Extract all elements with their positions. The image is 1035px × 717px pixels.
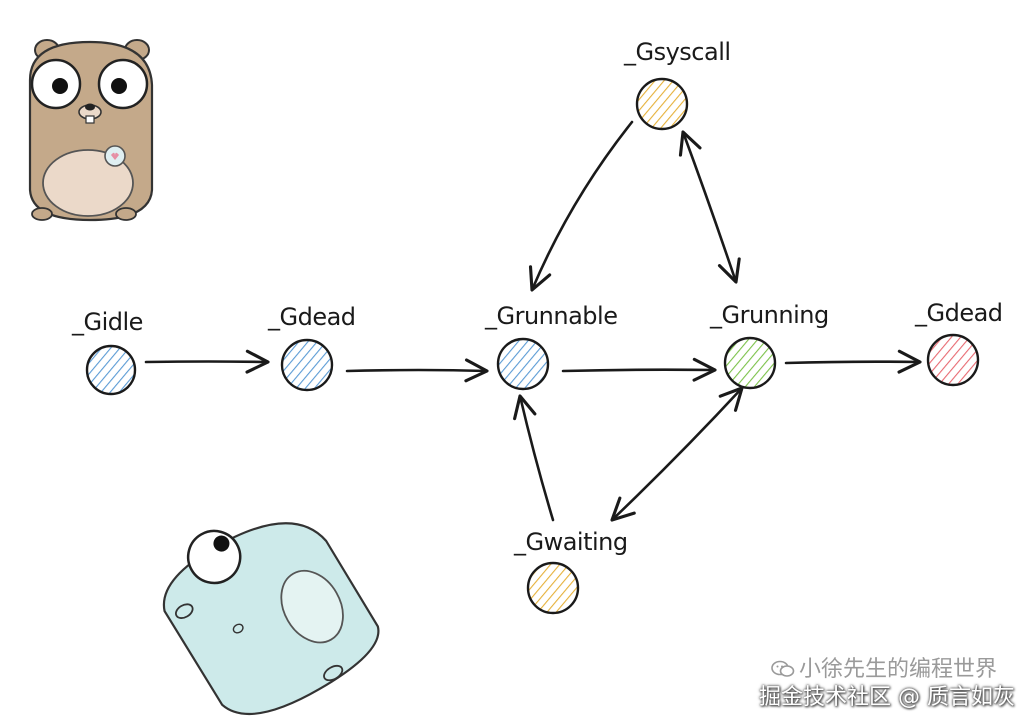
edge-grunning-gsyscall [678, 130, 741, 284]
state-label: _Grunning [709, 301, 829, 329]
watermark-author: 小徐先生的编程世界 [771, 651, 997, 683]
state-label: _Gsyscall [623, 38, 731, 66]
edge-grunnable-to-grunning [561, 357, 717, 382]
gopher-blue-illustration [162, 522, 380, 716]
watermark-author-text: 小徐先生的编程世界 [798, 657, 997, 682]
edge-grunning-to-gdead [784, 349, 922, 374]
state-label: _Gidle [71, 308, 143, 336]
state-node-gsyscall: _Gsyscall [623, 38, 731, 131]
edges [144, 120, 922, 522]
state-node-gdead-final: _Gdead [914, 299, 1003, 387]
gopher-brown-illustration [28, 39, 154, 222]
state-node-gdead: _Gdead [267, 303, 356, 392]
wechat-icon [771, 660, 795, 677]
edge-gdead-to-grunnable [345, 358, 489, 383]
state-node-grunning: _Grunning [709, 301, 829, 390]
state-node-grunnable: _Grunnable [484, 302, 618, 391]
edge-gsyscall-to-grunnable [528, 120, 634, 292]
state-label: _Gdead [914, 299, 1003, 327]
edge-gwaiting-to-grunnable [513, 394, 555, 522]
watermark-community: 掘金技术社区 @ 质言如灰 [759, 685, 1015, 710]
state-node-gidle: _Gidle [71, 308, 143, 396]
edge-gidle-to-gdead [144, 349, 270, 374]
state-label: _Gwaiting [513, 528, 628, 556]
state-node-gwaiting: _Gwaiting [513, 528, 628, 615]
state-label: _Gdead [267, 303, 356, 331]
edge-grunning-gwaiting [610, 386, 744, 522]
state-label: _Grunnable [484, 302, 617, 330]
